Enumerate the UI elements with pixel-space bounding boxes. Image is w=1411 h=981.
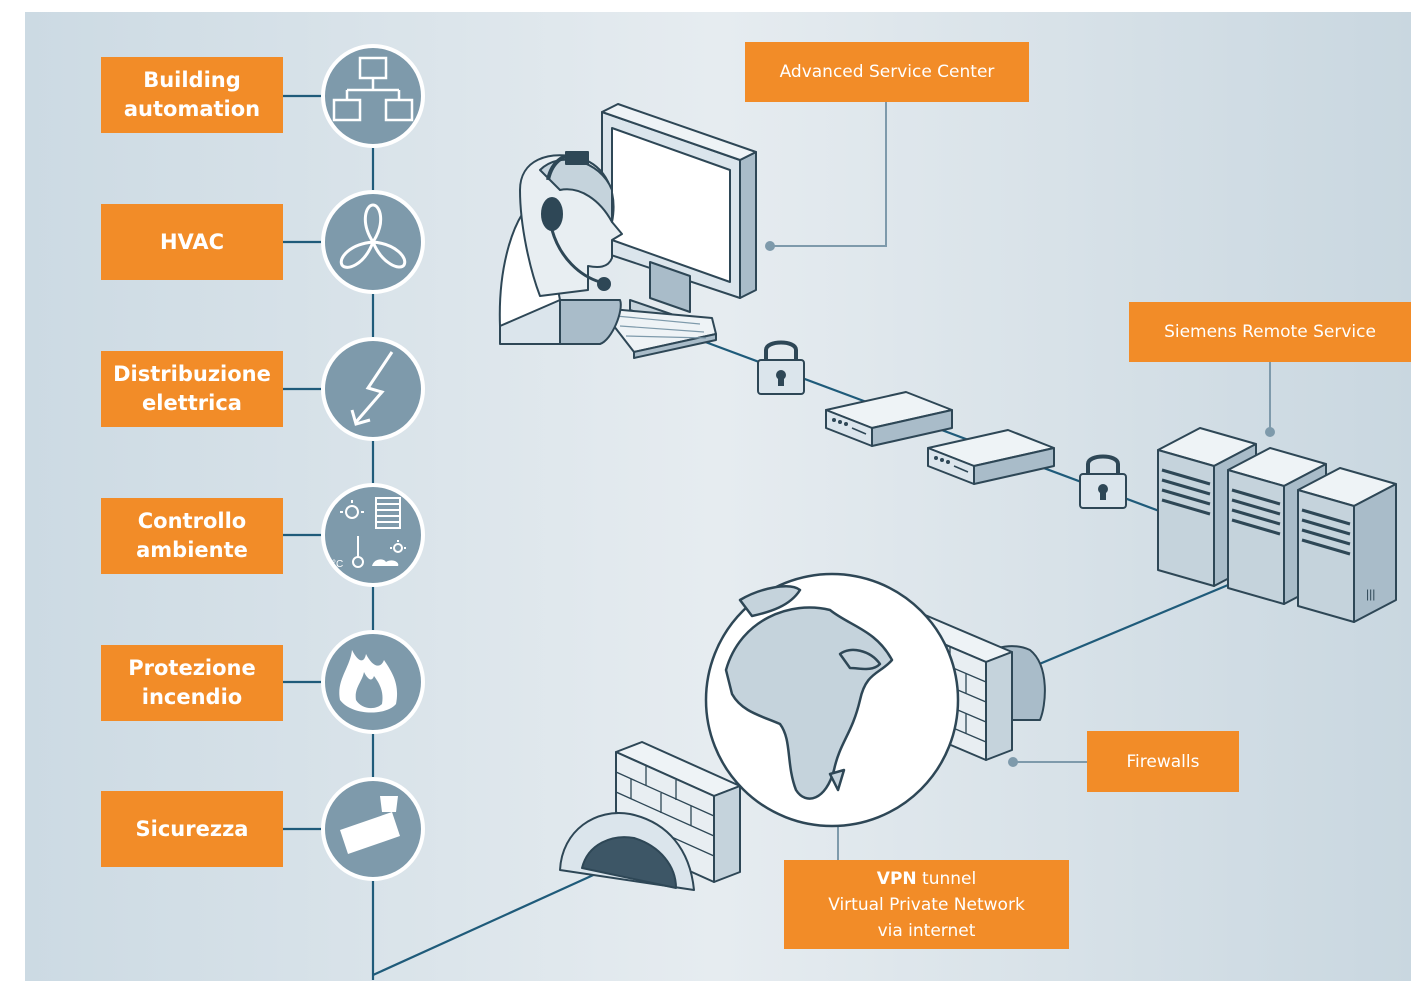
category-label-line: elettrica [142, 391, 242, 415]
firewalls-label: Firewalls [1087, 731, 1239, 792]
category-building-automation[interactable]: Building automation [101, 57, 283, 133]
category-distribuzione-elettrica[interactable]: Distribuzione elettrica [101, 351, 283, 427]
keyboard-icon [599, 307, 717, 359]
category-sicurezza[interactable]: Sicurezza [101, 791, 283, 867]
category-label-line: Distribuzione [113, 362, 271, 386]
router-icon [927, 429, 1055, 485]
router-icon [825, 391, 953, 447]
network-hierarchy-icon [321, 44, 425, 148]
category-label-line: automation [123, 97, 261, 121]
operator-person-icon [498, 154, 623, 345]
security-camera-icon [321, 777, 425, 881]
category-label-line: incendio [141, 685, 243, 709]
fan-icon [321, 190, 425, 294]
category-label-line: Protezione [128, 656, 256, 680]
category-label-line: HVAC [159, 229, 225, 254]
category-protezione-incendio[interactable]: Protezione incendio [101, 645, 283, 721]
category-icons: °C [321, 44, 425, 881]
padlock-icon [1079, 454, 1127, 509]
celsius-label: °C [332, 559, 343, 570]
server-mark: ||| [1366, 587, 1375, 601]
room-control-icon: °C [321, 483, 425, 587]
operator-workstation [498, 103, 757, 359]
server-rack-icon: ||| [1297, 467, 1397, 623]
category-hvac[interactable]: HVAC [101, 204, 283, 280]
vpn-tunnel-label: VPN tunnel Virtual Private Network via i… [784, 860, 1069, 949]
headset-icon [541, 151, 611, 291]
vpn-line-3: via internet [877, 920, 976, 941]
category-label-line: Controllo [137, 509, 247, 533]
category-label-line: Building [143, 68, 241, 92]
advanced-service-center-label: Advanced Service Center [745, 42, 1029, 102]
category-controllo-ambiente[interactable]: Controllo ambiente [101, 498, 283, 574]
category-label-line: ambiente [136, 538, 248, 562]
padlock-icon [757, 340, 805, 395]
flame-icon [321, 630, 425, 734]
vpn-bold-label: VPN [876, 868, 917, 889]
globe-icon [704, 572, 960, 828]
vpn-tunnel-text: tunnel [916, 868, 977, 889]
siemens-remote-service-label: Siemens Remote Service [1129, 302, 1411, 362]
category-label-line: Sicurezza [135, 816, 249, 841]
lightning-bolt-icon [321, 337, 425, 441]
vpn-line-2: Virtual Private Network [828, 894, 1025, 915]
firewall-icon [559, 741, 741, 891]
